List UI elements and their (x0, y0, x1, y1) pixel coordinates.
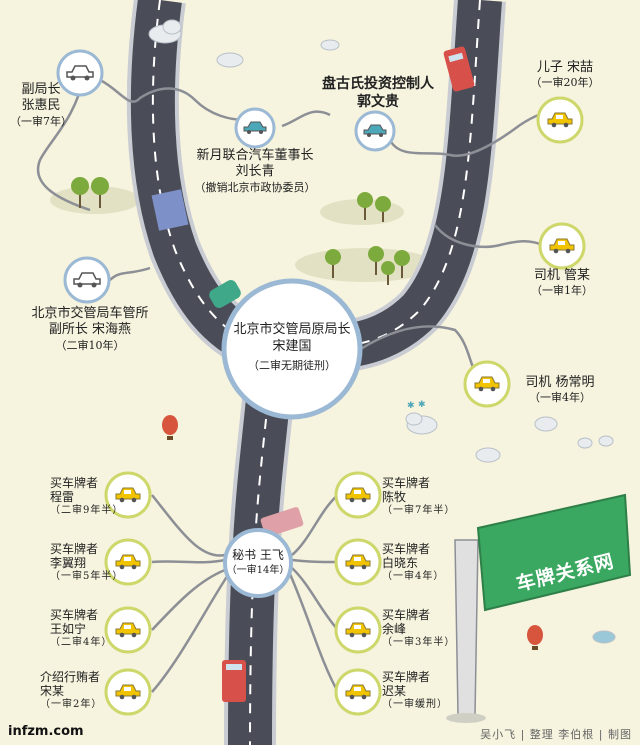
car-icon (66, 65, 94, 81)
official-zhang: 副局长 张惠民 （一审7年） (6, 82, 76, 128)
role-label: 司机 杨常明 (525, 375, 595, 390)
sentence-label: （一审4年） (382, 570, 445, 582)
balloon-icons (162, 415, 543, 650)
secretary-hub-ring (223, 528, 293, 598)
sentence-label: （一审4年） (529, 391, 591, 405)
buyer-right-1: 买车牌者 白晓东 （一审4年） (382, 542, 444, 583)
role-label: 盘古氏投资控制人 (322, 76, 434, 92)
secretary-hub: 秘书 王飞 （一审14年） (222, 548, 294, 577)
name-label: 程雷 (50, 490, 75, 505)
signpost-icon (446, 493, 632, 723)
buyer-left-2: 买车牌者 王如宁 （二审4年） (50, 608, 112, 649)
svg-text:✱: ✱ (418, 400, 426, 410)
role-label: 买车牌者 (50, 542, 99, 556)
site-logo[interactable]: infzm.com (8, 724, 84, 739)
yellow-car-icon (115, 684, 141, 700)
official-son: 儿子 宋喆 （一审20年） (520, 60, 610, 90)
name-label: 余峰 (382, 622, 407, 637)
sentence-label: （一审3年半） (382, 636, 456, 648)
role-label: 副局长 (21, 82, 61, 97)
yellow-car-icon (345, 487, 371, 503)
yellow-car-icon (115, 554, 141, 570)
role-label: 新月联合汽车董事长 (196, 148, 314, 163)
official-liu: 新月联合汽车董事长 刘长青 （撤销北京市政协委员） (185, 148, 325, 194)
yellow-car-icon (345, 684, 371, 700)
star-marks: ✱ ✱ (407, 400, 426, 411)
svg-text:✱: ✱ (407, 401, 415, 411)
name-label: 迟某 (382, 684, 407, 699)
name-label: 郭文贵 (357, 93, 399, 110)
connector-lines (36, 72, 556, 693)
name-label: 白晓东 (382, 556, 419, 571)
name-label: 陈牧 (382, 490, 407, 505)
yellow-car-icons (115, 112, 575, 700)
sentence-label: （一审缓刑） (382, 698, 448, 710)
buyer-left-1: 买车牌者 李翼翔 （一审5年半） (50, 542, 123, 583)
hub-name: 宋建国 (272, 338, 312, 354)
buyer-right-3: 买车牌者 迟某 （一审缓刑） (382, 670, 448, 711)
name-label: 刘长青 (235, 164, 275, 180)
tree-icons (71, 177, 410, 285)
yellow-car-icon (474, 376, 500, 392)
hub-sentence: （一审14年） (226, 564, 290, 576)
sentence-label: （一审5年半） (50, 570, 124, 582)
role-label: 司机 管某 (533, 268, 591, 283)
role-label: 买车牌者 (382, 542, 431, 556)
role-label: 介绍行贿者 (40, 670, 101, 684)
sentence-label: （一审7年） (10, 114, 72, 128)
official-guan: 司机 管某 （一审1年） (522, 268, 602, 298)
role-label: 买车牌者 (382, 476, 431, 490)
yellow-car-icon (115, 487, 141, 503)
center-hub-ring (221, 278, 363, 420)
credits: 吴小飞 | 整理 李伯根 | 制图 (480, 728, 632, 741)
official-song-hy: 北京市交管局车管所 副所长 宋海燕 （二审10年） (15, 306, 165, 352)
vehicle-icons (151, 46, 475, 702)
car-icon (363, 124, 387, 137)
buyer-left-0: 买车牌者 程雷 （二审9年半） (50, 476, 123, 517)
car-icon (73, 272, 101, 288)
hub-name: 秘书 王飞 (232, 548, 284, 562)
sentence-label: （二审10年） (55, 338, 125, 352)
center-hub: 北京市交管局原局长 宋建国 （二审无期徒刑） (224, 322, 360, 373)
sentence-label: （二审4年） (50, 636, 113, 648)
official-guo: 盘古氏投资控制人 郭文贵 (318, 76, 438, 111)
yellow-car-icon (345, 554, 371, 570)
yellow-car-icon (547, 112, 573, 128)
name-label: 宋某 (40, 684, 65, 699)
name-label: 王如宁 (50, 622, 87, 637)
name-label: 张惠民 (21, 98, 61, 114)
car-icon (243, 121, 267, 134)
name-label: 副所长 宋海燕 (48, 322, 132, 338)
yellow-car-icon (115, 622, 141, 638)
car-icons (66, 65, 387, 288)
cloud-icons (148, 19, 616, 644)
buyer-right-0: 买车牌者 陈牧 （一审7年半） (382, 476, 455, 517)
sentence-label: （一审1年） (531, 284, 593, 298)
road-network (126, 0, 506, 745)
role-label: 买车牌者 (382, 670, 431, 684)
sentence-label: （二审9年半） (50, 504, 124, 516)
name-label: 李翼翔 (50, 556, 87, 571)
sentence-label: （一审7年半） (382, 504, 456, 516)
sentence-label: （撤销北京市政协委员） (194, 180, 316, 194)
sentence-label: （一审20年） (530, 76, 600, 90)
hub-sentence: （二审无期徒刑） (248, 358, 336, 372)
sentence-label: （一审2年） (40, 698, 103, 710)
role-label: 买车牌者 (382, 608, 431, 622)
role-label: 买车牌者 (50, 608, 99, 622)
yellow-car-icon (345, 622, 371, 638)
role-label: 买车牌者 (50, 476, 99, 490)
hub-title: 北京市交管局原局长 (233, 322, 351, 337)
role-label: 儿子 宋喆 (536, 60, 594, 75)
official-yang: 司机 杨常明 （一审4年） (510, 375, 610, 405)
yellow-car-icon (549, 238, 575, 254)
buyer-left-3: 介绍行贿者 宋某 （一审2年） (40, 670, 102, 711)
buyer-right-2: 买车牌者 余峰 （一审3年半） (382, 608, 455, 649)
role-label: 北京市交管局车管所 (31, 306, 149, 321)
